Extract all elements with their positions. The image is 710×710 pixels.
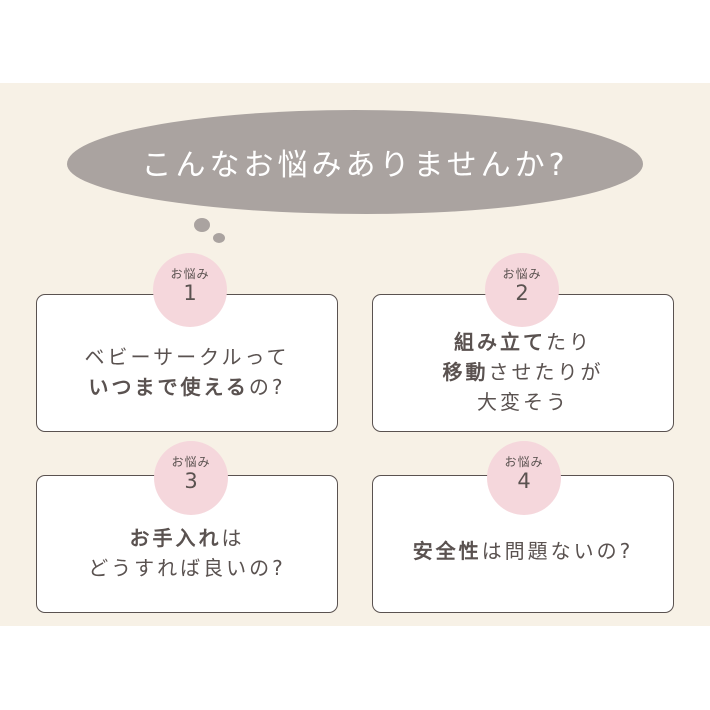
text-segment: どうすれば良いの?: [88, 556, 286, 580]
text-segment-bold: 組み立て: [454, 330, 546, 354]
text-segment-bold: お手入れ: [129, 526, 222, 550]
badge-number: 4: [517, 469, 531, 493]
badge-number: 2: [515, 281, 529, 305]
section-title: こんなお悩みありませんか?: [141, 148, 569, 183]
text-segment: は: [221, 526, 245, 550]
worry-text: お手入れは どうすれば良いの?: [88, 523, 286, 583]
worry-badge-3: お悩み 3: [154, 441, 228, 515]
text-segment-bold: 移動: [442, 360, 489, 384]
worry-badge-1: お悩み 1: [153, 253, 227, 327]
worry-badge-4: お悩み 4: [487, 441, 561, 515]
worry-badge-2: お悩み 2: [485, 253, 559, 327]
badge-number: 3: [184, 469, 198, 493]
worry-text: 組み立てたり 移動させたりが 大変そう: [443, 327, 604, 417]
text-segment: させたりが: [488, 360, 604, 384]
text-segment: 大変そう: [477, 390, 569, 414]
badge-label: お悩み: [502, 267, 542, 281]
thought-dot-icon: [213, 233, 225, 243]
badge-label: お悩み: [170, 267, 210, 281]
text-segment: ベビーサークルって: [84, 345, 290, 369]
badge-label: お悩み: [504, 455, 544, 469]
thought-dot-icon: [194, 218, 210, 232]
text-segment: たり: [546, 330, 592, 354]
text-segment: の?: [248, 375, 286, 399]
worry-text: ベビーサークルって いつまで使えるの?: [85, 342, 290, 402]
text-segment-bold: いつまで使える: [88, 375, 249, 399]
worry-card-4: 安全性は問題ないの?: [372, 475, 674, 613]
thought-bubble: こんなお悩みありませんか?: [67, 110, 643, 214]
badge-number: 1: [183, 281, 197, 305]
text-segment: は問題ないの?: [481, 539, 634, 563]
text-segment-bold: 安全性: [412, 539, 482, 563]
badge-label: お悩み: [171, 455, 211, 469]
worry-text: 安全性は問題ないの?: [413, 536, 634, 566]
